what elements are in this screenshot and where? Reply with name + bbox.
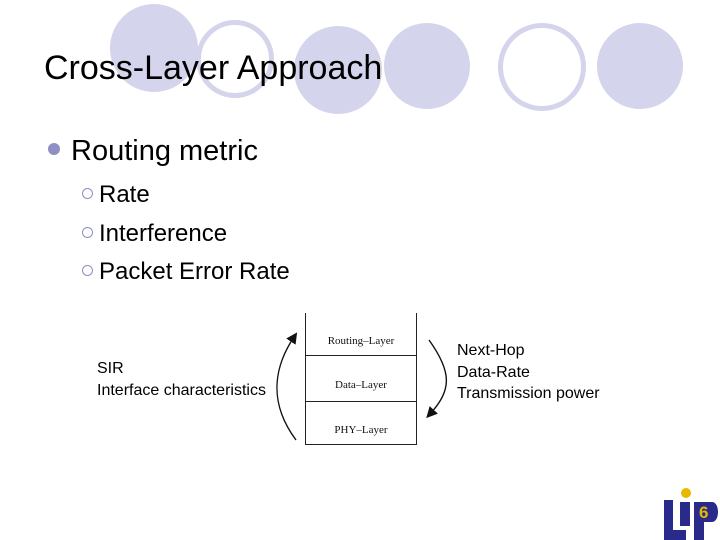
left-note: Interface characteristics xyxy=(97,382,266,399)
filled-circle-bullet-icon xyxy=(48,143,60,155)
layer-divider xyxy=(306,355,416,356)
sub-bullet-list: Rate Interference Packet Error Rate xyxy=(82,176,290,292)
left-note: SIR xyxy=(97,360,124,377)
sub-bullet-item: Interference xyxy=(82,215,290,254)
layer-divider xyxy=(306,401,416,402)
slide-number: 6 xyxy=(699,503,709,522)
hollow-circle-bullet-icon xyxy=(82,226,93,238)
sub-bullet-text: Interference xyxy=(99,219,228,247)
left-up-arrow xyxy=(276,332,298,441)
hollow-circle-bullet-icon xyxy=(82,188,93,199)
left-notes: SIR Interface characteristics xyxy=(97,358,266,402)
right-note: Next-Hop xyxy=(457,342,525,359)
right-note: Data-Rate xyxy=(457,363,530,381)
decor-circle xyxy=(294,26,382,114)
layer-label-phy: PHY–Layer xyxy=(334,424,388,436)
sub-bullet-item: Rate xyxy=(82,176,290,215)
right-notes: Next-Hop Data-Rate Transmission power xyxy=(457,340,600,405)
sub-bullet-text: Rate xyxy=(99,181,150,208)
bullet-item: Routing metric xyxy=(48,134,258,168)
decor-ring xyxy=(498,23,586,111)
sub-bullet-item: Packet Error Rate xyxy=(82,253,290,292)
decor-ring xyxy=(196,20,274,98)
slide-title: Cross-Layer Approach xyxy=(44,49,383,87)
right-note: Transmission power xyxy=(457,385,600,402)
lip-logo-icon xyxy=(664,488,718,540)
decor-circle xyxy=(384,23,470,109)
right-down-arrow xyxy=(426,339,448,419)
decor-circle xyxy=(110,4,198,92)
bullet-text: Routing metric xyxy=(71,135,258,167)
layer-label-routing: Routing–Layer xyxy=(327,335,395,347)
layer-label-data: Data–Layer xyxy=(335,379,387,391)
hollow-circle-bullet-icon xyxy=(82,265,93,276)
sub-bullet-text: Packet Error Rate xyxy=(99,258,290,285)
decor-circle xyxy=(597,23,683,109)
layer-stack: Routing–Layer Data–Layer PHY–Layer xyxy=(305,313,417,445)
